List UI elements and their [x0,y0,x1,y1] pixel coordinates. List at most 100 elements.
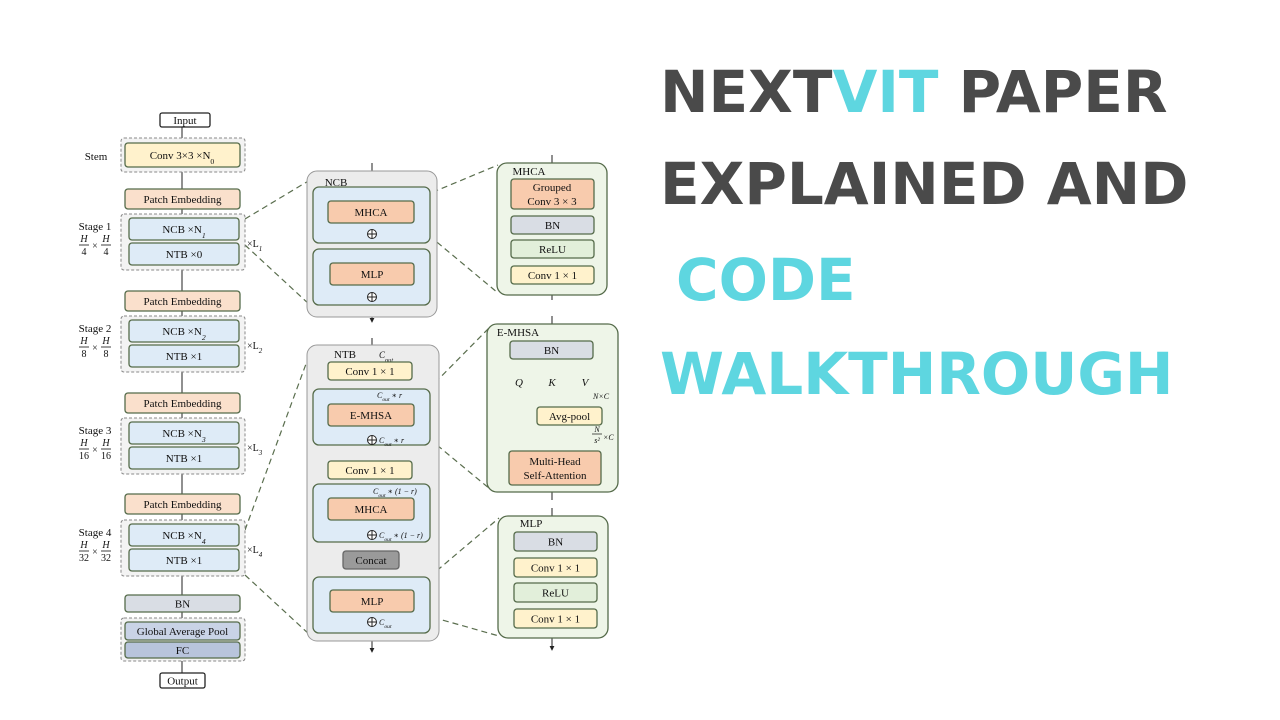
stage-3-ncb-label: NCB ×N3 [162,428,206,444]
emhsa-avgpool-box [536,406,603,426]
ntb-emhsa-box [327,403,415,427]
mlp-panel-title: MLP [520,518,543,530]
stage-1-frac-a-den: 4 [82,247,87,258]
stage-2-ncb-label: NCB ×N2 [162,326,206,342]
stage-2-ncb-box [128,319,240,343]
title-line-2: EXPLAINED AND [660,150,1189,218]
stage-2-frac-a-den: 8 [82,349,87,360]
stage-4-ncb-label: NCB ×N4 [162,530,206,546]
stage-4-ntb-box [128,548,240,572]
ntb-conv2-box [327,460,413,480]
stage-4-frac-b-num: H [101,540,110,551]
stage-4-times: × [92,547,98,558]
stage-2-frac-b-den: 8 [104,349,109,360]
title-line-3: CODE [676,246,856,314]
stage-1-frac-a-num: H [79,234,88,245]
stem-conv-box [124,142,241,168]
input-box-label: Input [173,115,196,127]
stage-3-frac-b-den: 16 [101,451,111,462]
zoom-ncb-top [244,179,311,220]
zoom-mhca-bottom [413,222,499,294]
emhsa-mhsa-label-2: Self-Attention [524,470,587,482]
stage-2-times: × [92,343,98,354]
patch-embedding-3 [124,392,241,414]
ntb-concat-box [342,550,400,570]
ntb-cout-top: Cout [379,350,393,364]
ntb-c-1r-1: Cout ∗ (1 − r) [373,487,417,499]
stage-4-repeat: ×L4 [247,545,263,559]
mlp-conv2-box [513,608,598,629]
emhsa-mhsa-label-1: Multi-Head [529,456,581,468]
emhsa-k-label: K [547,377,556,389]
stem-conv-label: Conv 3×3 ×N0 [150,150,215,166]
title-word-vit: VIT [832,58,939,126]
stage-4-ntb-label: NTB ×1 [166,555,202,567]
patch-embedding-1 [124,188,241,210]
final-bn-box-label: BN [175,599,190,611]
emhsa-v-label: V [582,377,590,389]
stage-3-ncb-box [128,421,240,445]
zoom-ntb-top [244,352,311,531]
stage-3-times: × [92,445,98,456]
stage-1-repeat: ×L1 [247,239,262,253]
ntb-mhca-box-label: MHCA [354,504,387,516]
stage-4-ncb-box [128,523,240,547]
patch-embedding-4 [124,493,241,515]
ntb-conv1-box [327,361,413,381]
fc-box [124,641,241,659]
mlp-conv1-box [513,557,598,578]
stage-1-frac-b-den: 4 [104,247,109,258]
input-box [159,112,211,128]
stage-2-repeat: ×L2 [247,341,263,355]
ntb-conv1-box-label: Conv 1 × 1 [345,366,394,378]
global-average-pool-box [124,621,241,641]
stage-3-frac-b-num: H [101,438,110,449]
stage-1-ntb-label: NTB ×0 [166,249,203,261]
patch-embedding-1-label: Patch Embedding [144,194,222,206]
mlp-bn-box-label: BN [548,537,563,549]
zoom-ntb-bottom [244,574,311,636]
emhsa-ns2-tail: ×C [603,433,614,442]
stage-3-frac-a-den: 16 [79,451,89,462]
stage-1-label: Stage 1 [79,221,112,233]
title-line-4: WALKTHROUGH [660,340,1174,408]
stage-4-frac-a-num: H [79,540,88,551]
patch-embedding-2-label: Patch Embedding [144,296,222,308]
stage-3-label: Stage 3 [79,425,112,437]
patch-embedding-2 [124,290,241,312]
ncb-mlp-box-label: MLP [361,269,384,281]
stage-3-frac-a-num: H [79,438,88,449]
mhca-grouped-label-2: Conv 3 × 3 [527,196,577,208]
emhsa-ns2-den: s² [594,436,600,445]
stage-4-label: Stage 4 [79,527,112,539]
output-box [159,672,206,689]
stage-1-ncb-box [128,217,240,241]
emhsa-avgpool-box-label: Avg-pool [549,411,590,423]
mhca-bn-box [510,215,595,235]
ntb-title: NTB [334,349,356,361]
patch-embedding-4-label: Patch Embedding [144,499,222,511]
stage-3-repeat: ×L3 [247,443,263,457]
output-box-label: Output [167,676,198,688]
stem-label: Stem [85,151,108,163]
stage-2-frac-b-num: H [101,336,110,347]
stage-1-frac-b-num: H [101,234,110,245]
emhsa-nxc-label: N×C [592,392,610,401]
stage-1-times: × [92,241,98,252]
mhca-conv-box-label: Conv 1 × 1 [528,270,577,282]
ncb-mhca-box-label: MHCA [354,207,387,219]
ntb-c-r-2: Cout ∗ r [379,436,405,448]
ntb-concat-box-label: Concat [355,555,386,567]
stage-2-ntb-label: NTB ×1 [166,351,202,363]
ncb-mlp-box [329,262,415,286]
mhca-relu-box [510,239,595,259]
stage-4-frac-b-den: 32 [101,553,111,564]
global-average-pool-box-label: Global Average Pool [137,626,228,638]
mhca-grouped-label-1: Grouped [533,182,572,194]
emhsa-ns2-num: N [593,425,600,434]
zoom-emhsa-bottom [413,425,491,490]
emhsa-mhsa-box [508,450,602,486]
ncb-mhca-box [327,200,415,224]
emhsa-bn-box-label: BN [544,345,559,357]
